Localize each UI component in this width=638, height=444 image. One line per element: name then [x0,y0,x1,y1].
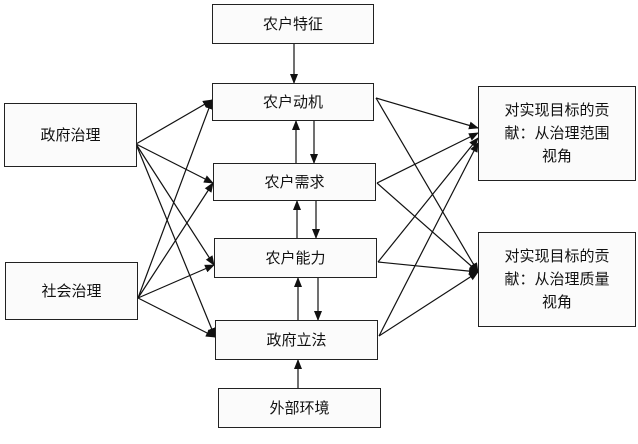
node-gov-legislation: 政府立法 [215,320,378,360]
arrow-gov-governance-to-farmer-demand [135,143,214,184]
node-contribution-scope: 对实现目标的贡 献：从治理范围 视角 [478,86,636,181]
node-farmer-capability: 农户能力 [214,238,377,278]
node-label-line: 对实现目标的贡 [504,247,610,265]
node-label: 农户能力 [265,248,326,267]
arrow-gov-legislation-to-contribution-scope [378,142,479,337]
node-label-line: 视角 [541,147,572,165]
arrow-farmer-demand-to-contribution-scope [376,132,479,184]
arrow-social-governance-to-gov-legislation [137,297,216,338]
arrow-farmer-motivation-to-contribution-quality [375,97,479,273]
node-label: 外部环境 [269,398,330,417]
node-social-governance: 社会治理 [5,262,138,320]
node-label: 农户特征 [262,14,323,33]
node-label-line: 献：从治理范围 [504,124,610,142]
arrow-social-governance-to-farmer-motivation [137,99,213,299]
node-label-line: 视角 [541,293,572,311]
node-farmer-demand: 农户需求 [213,163,376,201]
arrow-farmer-capability-to-contribution-scope [377,137,479,263]
node-gov-governance: 政府治理 [4,103,137,167]
node-external-env: 外部环境 [218,388,381,428]
node-label: 农户需求 [264,172,325,191]
node-label-line: 献：从治理质量 [504,270,610,288]
arrow-gov-legislation-to-contribution-quality [378,271,479,337]
node-label: 农户动机 [262,92,323,111]
arrow-farmer-capability-to-contribution-quality [377,261,479,276]
node-label: 政府治理 [40,125,101,144]
node-label: 政府立法 [266,330,327,349]
arrow-farmer-motivation-to-contribution-scope [375,97,479,130]
node-label-line: 对实现目标的贡 [504,101,610,119]
node-farmer-motivation: 农户动机 [212,83,374,121]
node-contribution-quality: 对实现目标的贡 献：从治理质量 视角 [478,232,636,327]
arrow-social-governance-to-farmer-capability [137,264,215,299]
node-label: 社会治理 [41,281,102,300]
arrow-gov-governance-to-farmer-capability [135,143,215,266]
node-farmer-traits: 农户特征 [212,4,374,44]
arrow-gov-governance-to-farmer-motivation [135,99,213,145]
arrow-social-governance-to-farmer-demand [137,182,214,299]
arrow-farmer-demand-to-contribution-quality [376,182,479,273]
